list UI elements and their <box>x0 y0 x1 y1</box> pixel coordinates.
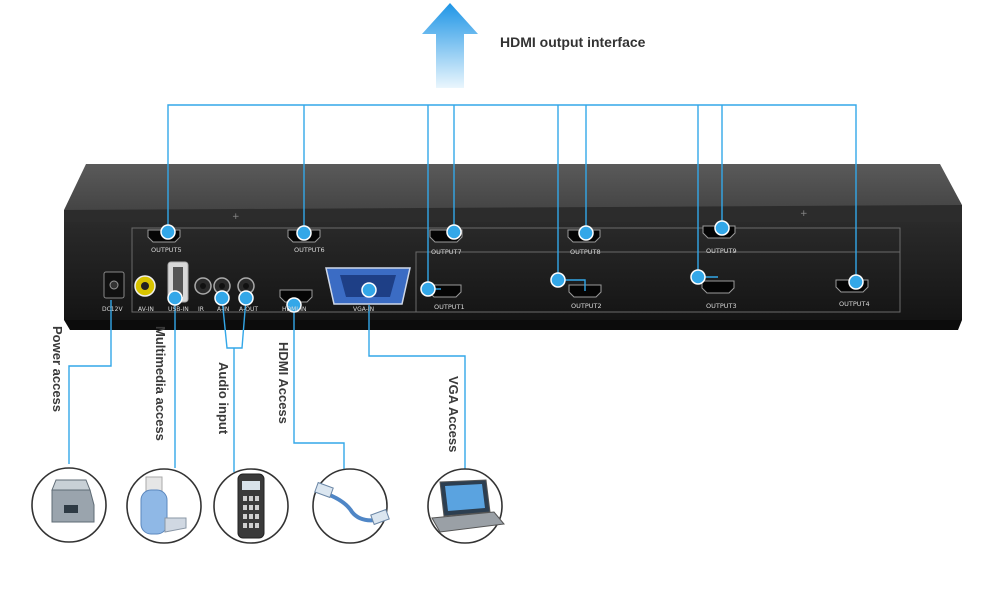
dc-jack-hole <box>109 280 119 290</box>
device-body: + + <box>64 164 962 330</box>
port-label-output5: OUTPUT5 <box>151 246 182 254</box>
remote-button <box>243 514 247 519</box>
remote-button <box>243 523 247 528</box>
port-label-vga-in: VGA-IN <box>353 306 375 313</box>
connection-dot <box>238 290 254 306</box>
connection-dot <box>690 269 706 285</box>
connection-dot <box>578 225 594 241</box>
port-label-output1: OUTPUT1 <box>434 303 465 311</box>
remote-button <box>255 523 259 528</box>
connection-dot <box>848 274 864 290</box>
port-label-output6: OUTPUT6 <box>294 246 325 254</box>
usb-body <box>140 489 168 535</box>
remote-button <box>249 505 253 510</box>
laptop-keyboard <box>431 511 505 533</box>
port-label-output9: OUTPUT9 <box>706 247 737 255</box>
connection-dot <box>420 281 436 297</box>
connection-dot <box>296 225 312 241</box>
cable-plug-a <box>314 481 334 499</box>
av-in-jack-hole <box>141 282 149 290</box>
remote-button <box>243 496 247 501</box>
label-power-access: Power access <box>50 326 65 413</box>
port-label-output3: OUTPUT3 <box>706 302 737 310</box>
connection-dot <box>714 220 730 236</box>
usb-cap <box>164 517 187 533</box>
svg-text:+: + <box>232 212 240 222</box>
hdmi-in-port <box>279 289 313 303</box>
ir-jack-hole <box>200 283 206 289</box>
connection-dot <box>446 224 462 240</box>
connection-dot <box>550 272 566 288</box>
port-label-output4: OUTPUT4 <box>839 300 870 308</box>
remote-button <box>243 505 247 510</box>
usb-drive-icon <box>140 476 187 535</box>
wire-hdmi <box>293 305 345 470</box>
hdmi-port-output3 <box>701 280 735 294</box>
connection-dot <box>214 290 230 306</box>
remote-control-icon <box>237 473 265 539</box>
remote-button <box>249 514 253 519</box>
audio-out-jack-hole <box>243 283 249 289</box>
remote-button <box>249 496 253 501</box>
port-label-ain: A-IN <box>217 306 230 313</box>
usb-connector <box>145 476 163 492</box>
port-label-av: AV-IN <box>138 306 154 313</box>
remote-screen <box>242 481 260 490</box>
power-adapter-icon <box>51 479 95 523</box>
port-label-output2: OUTPUT2 <box>571 302 602 310</box>
cable-wire <box>321 490 377 523</box>
connection-dot <box>160 224 176 240</box>
port-label-ir: IR <box>198 306 204 313</box>
label-multimedia-access: Multimedia access <box>153 326 168 441</box>
port-label-usb: USB-IN <box>168 306 189 313</box>
label-hdmi-access: HDMI Access <box>276 342 291 424</box>
remote-button <box>249 523 253 528</box>
port-label-output7: OUTPUT7 <box>431 248 462 256</box>
label-vga-access: VGA Access <box>446 376 461 453</box>
usb-port-slot <box>173 267 183 297</box>
connection-dot <box>361 282 377 298</box>
remote-button <box>255 505 259 510</box>
wire-bus-outputs <box>167 104 857 282</box>
cable-plug-b <box>370 508 390 526</box>
port-label-hdmi-in: HDMI-IN <box>282 306 307 313</box>
adapter-top <box>51 479 91 491</box>
svg-text:+: + <box>800 209 808 219</box>
connection-dot <box>167 290 183 306</box>
connection-dot <box>286 297 302 313</box>
laptop-display <box>445 484 485 511</box>
output-arrow <box>422 3 478 88</box>
wire-vga <box>368 305 466 470</box>
wire-output2-stub <box>558 279 586 291</box>
audio-in-jack-hole <box>219 283 225 289</box>
wire-power <box>68 300 112 464</box>
hdmi-cable-icon <box>314 481 390 526</box>
adapter-plug <box>64 505 78 513</box>
port-label-aout: A-OUT <box>239 306 259 313</box>
remote-button <box>255 496 259 501</box>
laptop-icon <box>431 479 505 533</box>
diagram-title: HDMI output interface <box>500 34 646 50</box>
remote-button <box>255 514 259 519</box>
port-label-output8: OUTPUT8 <box>570 248 601 256</box>
label-audio-input: Audio input <box>216 362 231 435</box>
port-label-dc: DC12V <box>102 306 123 313</box>
